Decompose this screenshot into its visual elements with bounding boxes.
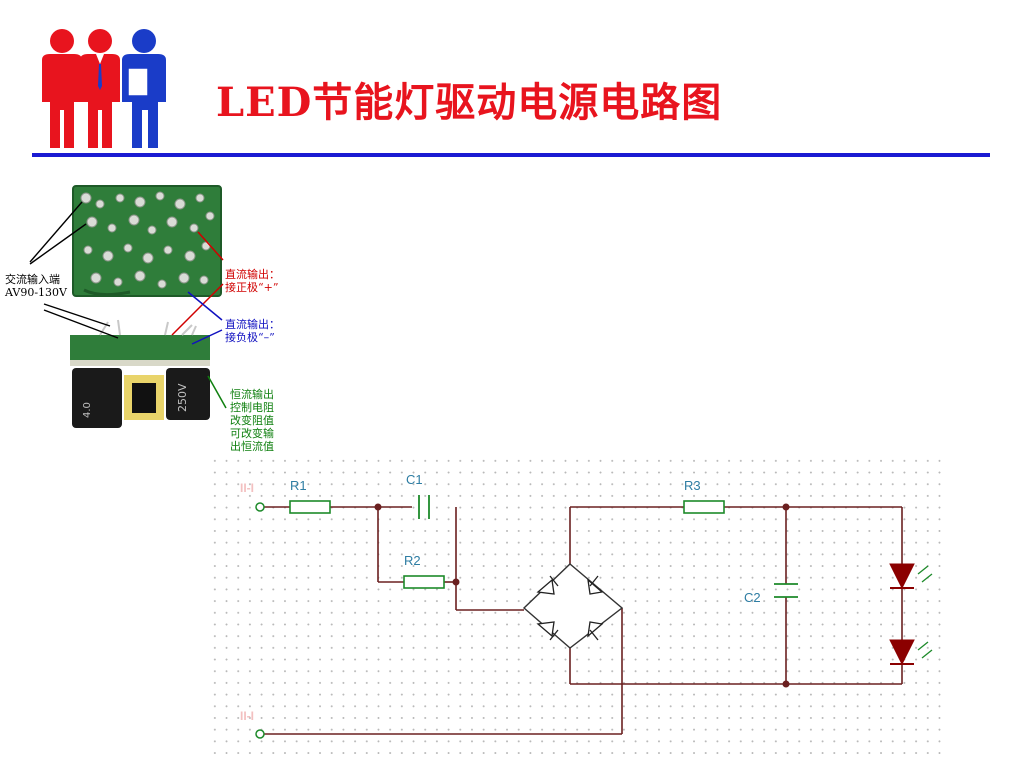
r3-label: R3 (684, 478, 701, 493)
junction-dots (374, 503, 790, 688)
resistor-arrow (207, 375, 227, 409)
positive-arrows (171, 231, 224, 336)
dc-negative-line-1: 直流输出： (225, 318, 280, 331)
three-people-logo-icon (38, 28, 178, 150)
resistor-line-4: 可改变输 (230, 427, 274, 440)
negative-arrows (187, 291, 223, 345)
dc-positive-line-1: 直流输出： (225, 268, 280, 281)
pcb-top-view (72, 185, 222, 297)
capacitor-print-0: 250V (176, 383, 189, 412)
r2-label: R2 (404, 553, 421, 568)
circuit-schematic: II-I II-I R1 R2 R3 C1 C2 (206, 452, 942, 758)
input-terminal-bottom (255, 729, 265, 739)
schematic-wires (264, 506, 903, 735)
bridge-rectifier (522, 563, 624, 649)
input-terminal-top (255, 502, 265, 512)
current-resistor-callout: 恒流输出 控制电阻 改变阻值 可改变输 出恒流值 (230, 388, 274, 453)
resistor-line-2: 控制电阻 (230, 401, 274, 414)
input-bottom-marker: II-I (240, 709, 254, 723)
ac-input-line-1: 交流输入端 (5, 273, 60, 286)
resistor-line-3: 改变阻值 (230, 414, 274, 427)
pcb-side-view: 4.0 250V (70, 319, 210, 428)
pcb-photo-panel: 4.0 250V 交流输入端 AV90-130V 直流输出： 接正极“+” (0, 180, 320, 460)
dc-positive-line-2: 接正极“+” (225, 281, 279, 294)
ac-input-line-2: AV90-130V (5, 286, 67, 299)
dc-positive-callout: 直流输出： 接正极“+” (225, 268, 280, 294)
ac-input-callout: 交流输入端 AV90-130V (5, 273, 67, 299)
pcb-illustration: 4.0 250V (29, 185, 227, 428)
title-underline (32, 153, 990, 157)
resistor-line-1: 恒流输出 (230, 388, 274, 401)
c1-label: C1 (406, 472, 423, 487)
c2-symbol (774, 583, 798, 598)
dc-negative-callout: 直流输出： 接负极“–” (225, 318, 280, 344)
ac-input-arrows (29, 201, 119, 339)
input-top-marker: II-I (240, 481, 254, 495)
resistor-line-5: 出恒流值 (230, 440, 274, 453)
dc-negative-line-2: 接负极“–” (225, 331, 275, 344)
led-2 (889, 639, 933, 666)
c1-symbol (418, 495, 430, 519)
capacitor-print-1: 4.0 (82, 402, 93, 418)
page-title: LED节能灯驱动电源电路图 (216, 79, 723, 126)
c2-label: C2 (744, 590, 761, 605)
resistor-symbols (289, 500, 725, 589)
r1-label: R1 (290, 478, 307, 493)
led-1 (889, 563, 933, 590)
